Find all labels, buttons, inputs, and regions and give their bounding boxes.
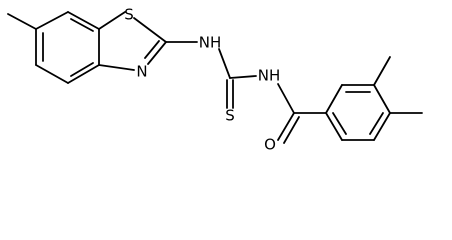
bond-c7a-s1 <box>98 11 126 30</box>
bond-cs-nh2 <box>229 75 257 79</box>
atom-sulfur-thio: S <box>225 107 235 125</box>
bond-c7a-c7 <box>67 11 100 30</box>
chemical-structure-diagram: S N NH NH S O <box>7 6 423 154</box>
bond-nh1-cs <box>218 48 231 79</box>
atom-sulfur-ring: S <box>124 6 134 24</box>
bond-c6-c1 <box>325 112 343 141</box>
atom-oxygen-carbonyl: O <box>264 136 276 154</box>
atom-nitrogen-ring: N <box>136 63 147 81</box>
bond-methyl-6 <box>7 13 37 30</box>
bond-c4-c3a <box>67 64 100 84</box>
atom-nh-benzothiazolyl: NH <box>199 34 222 52</box>
bond-inner-5 <box>369 112 384 135</box>
bond-c5-c4 <box>35 64 69 84</box>
bond-co-o-a <box>277 112 295 141</box>
bond-inner-3 <box>70 18 94 32</box>
bond-layer <box>7 11 423 144</box>
bond-c1-c2 <box>325 84 343 114</box>
atom-label-layer: S N NH NH S O <box>124 6 280 154</box>
bond-c2-n3 <box>147 41 167 65</box>
bond-methyl-3 <box>373 56 391 86</box>
bond-inner-6 <box>332 112 347 135</box>
atom-nh-carbonyl: NH <box>258 67 281 85</box>
bond-co-o-b <box>283 116 300 144</box>
bond-n3-c3a <box>98 64 135 71</box>
bond-c2-n3-double <box>144 40 160 59</box>
bond-nh2-co <box>277 83 295 114</box>
bond-c4-c5 <box>373 112 391 141</box>
bond-c3-c4 <box>373 84 391 114</box>
bond-c6-c7 <box>35 11 69 30</box>
bond-s1-c2 <box>133 17 167 43</box>
bond-inner-2 <box>70 62 94 77</box>
